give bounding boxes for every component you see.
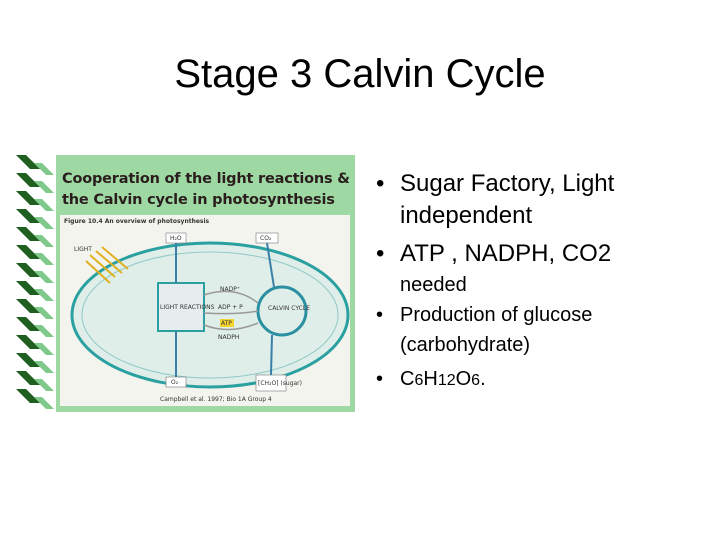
bullet-formula: • C6H12O6. [368,364,708,396]
co2-label: CO₂ [260,235,272,242]
bullet-text: Production of glucose (carbohydrate) [400,304,593,356]
photosynthesis-diagram: Figure 10.4 An overview of photosynthesi… [60,215,350,406]
figure-credit: Campbell et al. 1997; Bio 1A Group 4 [160,396,272,403]
atp-label: ATP [221,320,232,327]
light-label: LIGHT [74,246,92,253]
figure-heading: Cooperation of the light reactions & the… [62,169,352,211]
bullet-text-needed: needed [400,274,467,296]
formula-o: O [455,368,472,390]
o2-label: O₂ [171,379,179,386]
formula-c: C [400,368,415,390]
adp-label: ADP + P [218,304,243,311]
bullet-text: Sugar Factory, Light independent [400,170,615,229]
light-reactions-label: LIGHT REACTIONS [160,304,215,311]
formula-h: H [423,368,438,390]
calvin-cycle-figure: Cooperation of the light reactions & the… [12,155,355,412]
bullet-marker: • [376,240,385,267]
decorative-zigzag-border [12,155,56,412]
bullet-text: ATP , NADPH, CO [400,240,598,267]
bullet-requirements: • ATP , NADPH, CO2 needed [368,240,708,298]
light-reactions-box [157,282,205,332]
formula-period: . [480,368,486,390]
figure-heading-line-2: the Calvin cycle in photosynthesis [62,192,335,208]
calvin-label: CALVIN CYCLE [268,305,310,312]
bullet-glucose: • Production of glucose (carbohydrate) [368,300,708,360]
nadph-label: NADPH [218,334,239,341]
nadp-label: NADP⁺ [220,286,240,293]
sugar-label: [CH₂O] (sugar) [258,380,302,387]
h2o-label: H₂O [170,235,182,242]
formula-o-count: 6 [471,372,481,389]
bullet-marker: • [376,304,384,326]
figure-caption: Figure 10.4 An overview of photosynthesi… [64,218,210,225]
bullet-list: • Sugar Factory, Light independent • ATP… [368,168,708,396]
bullet-marker: • [376,170,385,197]
slide-title: Stage 3 Calvin Cycle [174,52,546,96]
co2-subscript: 2 [597,240,612,267]
formula-c-count: 6 [414,372,424,389]
figure-heading-line-1: Cooperation of the light reactions & [62,171,350,187]
bullet-sugar-factory: • Sugar Factory, Light independent [368,168,708,232]
formula-h-count: 12 [437,372,456,389]
bullet-marker: • [376,368,384,390]
